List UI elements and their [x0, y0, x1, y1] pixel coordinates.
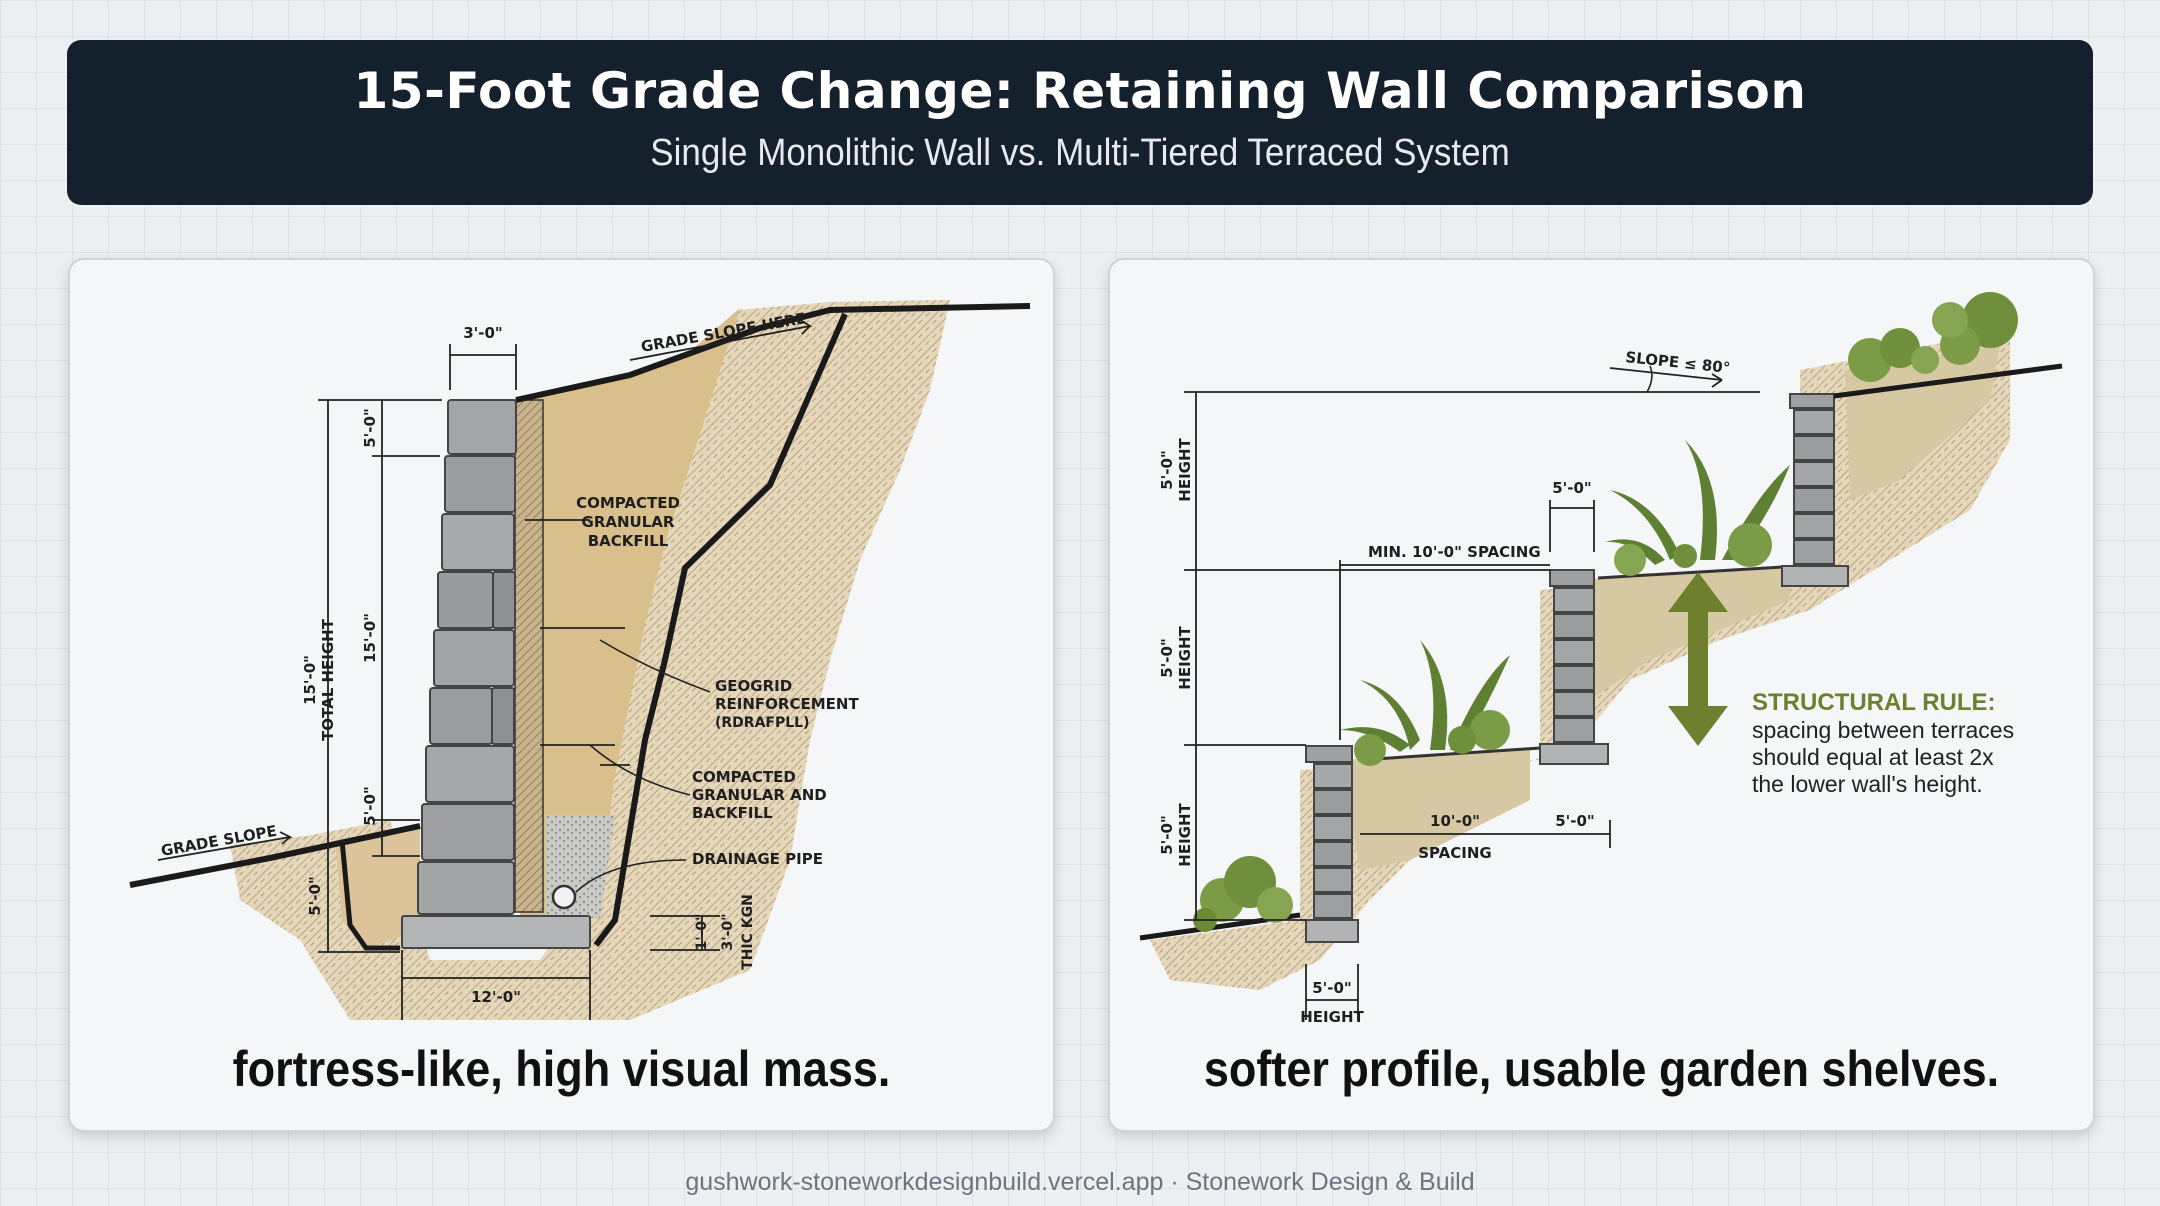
- embed-dim: 5'-0": [306, 876, 324, 916]
- structural-rule: STRUCTURAL RULE: spacing between terrace…: [1752, 689, 2014, 797]
- footer-credit: gushwork-stoneworkdesignbuild.vercel.app…: [685, 1168, 1475, 1196]
- top-wall-width-label: 5'-0": [1552, 479, 1592, 497]
- footing-thickness-label: THIC KGN: [740, 894, 756, 970]
- upper-tier-dim: 5'-0": [1158, 450, 1176, 490]
- lower-shelf: [1359, 746, 1541, 762]
- middle-wall-blocks: [1539, 569, 1609, 765]
- terraced-wall-section: SLOPE ≤ 80° 5'-0" HEIGHT 5'-0" HEIGHT 5'…: [1139, 292, 2063, 1026]
- geogrid-label: GEOGRID REINFORCEMENT (RDRAFPLL): [715, 677, 859, 731]
- leader-lines: [575, 639, 711, 893]
- svg-text:GRANULAR AND: GRANULAR AND: [692, 786, 827, 804]
- min-spacing-label: MIN. 10'-0" SPACING: [1368, 543, 1541, 561]
- svg-text:COMPACTED: COMPACTED: [692, 768, 796, 786]
- grade-slope-arrow: [629, 319, 813, 361]
- toe-excavation: [339, 839, 400, 951]
- svg-text:BACKFILL: BACKFILL: [588, 532, 669, 550]
- monolithic-wall-panel: 3'-0" GRADE SLOPE HERE GRADE SLOPE 15'-0…: [68, 258, 1055, 1132]
- mid-wall-width-label: 5'-0": [1555, 812, 1595, 830]
- middle-backfill: [1580, 565, 1790, 700]
- backfill-label: COMPACTED GRANULAR BACKFILL: [576, 494, 680, 550]
- stone-blocks: [401, 399, 591, 949]
- top-wall-blocks: [1781, 393, 1849, 587]
- bottom-wall-blocks: [1305, 745, 1359, 943]
- page-subtitle: Single Monolithic Wall vs. Multi-Tiered …: [650, 132, 1510, 174]
- compacted-backfill: [515, 308, 740, 920]
- structural-rule-title: STRUCTURAL RULE:: [1752, 689, 1996, 716]
- right-caption: softer profile, usable garden shelves.: [1203, 1041, 2000, 1097]
- middle-segment-dim: 15'-0": [361, 613, 379, 663]
- middle-tier-dim: 5'-0": [1158, 638, 1176, 678]
- footing-dim-2: 3'-0": [720, 914, 736, 951]
- top-width-label: 3'-0": [463, 324, 503, 342]
- drainage-pipe: [551, 884, 577, 910]
- slope-angle-arc: [1646, 365, 1653, 393]
- spacing-word-label: SPACING: [1418, 844, 1491, 862]
- top-segment-dim: 5'-0": [361, 408, 379, 448]
- total-height-value: 15'-0": [301, 655, 319, 705]
- slope-arrow: [1609, 367, 1723, 388]
- svg-text:COMPACTED: COMPACTED: [576, 494, 680, 512]
- lower-tier-height-word: HEIGHT: [1176, 802, 1194, 866]
- title-banner: 15-Foot Grade Change: Retaining Wall Com…: [67, 40, 2093, 205]
- svg-text:GRANULAR: GRANULAR: [582, 513, 675, 531]
- bottom-width-label: 5'-0": [1312, 979, 1352, 997]
- bottom-height-label: HEIGHT: [1300, 1008, 1364, 1026]
- backfill-2-label: COMPACTED GRANULAR AND BACKFILL: [692, 768, 827, 822]
- drainage-pipe-label: DRAINAGE PIPE: [692, 850, 823, 868]
- terraced-system-panel: SLOPE ≤ 80° 5'-0" HEIGHT 5'-0" HEIGHT 5'…: [1108, 258, 2095, 1132]
- svg-text:BACKFILL: BACKFILL: [692, 804, 773, 822]
- low-segment-dim: 5'-0": [361, 786, 379, 826]
- spacing-double-arrow: [1668, 572, 1728, 746]
- wall-backing: [514, 399, 544, 913]
- upper-tier-height-word: HEIGHT: [1176, 437, 1194, 501]
- base-width-label: 12'-0": [471, 988, 521, 1006]
- footing-dim-1: 1'-0": [694, 914, 710, 951]
- svg-text:GEOGRID: GEOGRID: [715, 677, 792, 695]
- structural-rule-line-1: spacing between terraces: [1752, 717, 2014, 743]
- dimension-lines: [1184, 391, 1760, 1020]
- svg-text:(RDRAFPLL): (RDRAFPLL): [715, 715, 809, 731]
- grade-line-low: [129, 823, 421, 888]
- middle-shelf: [1597, 564, 1801, 580]
- middle-tier-height-word: HEIGHT: [1176, 625, 1194, 689]
- grade-line-high: [515, 303, 1031, 403]
- upper-backfill: [1845, 345, 2000, 500]
- svg-text:REINFORCEMENT: REINFORCEMENT: [715, 695, 859, 713]
- structural-rule-line-2: should equal at least 2x: [1752, 744, 1994, 770]
- left-caption: fortress-like, high visual mass.: [232, 1041, 891, 1097]
- structural-rule-line-3: the lower wall's height.: [1752, 771, 1983, 797]
- foliage: [1193, 292, 2018, 932]
- dimension-lines: [318, 344, 720, 1020]
- grade-slope-arrow-low: [157, 831, 293, 861]
- excavation-line: [593, 312, 848, 947]
- slope-label: SLOPE ≤ 80°: [1625, 348, 1732, 377]
- monolithic-wall-section: 3'-0" GRADE SLOPE HERE GRADE SLOPE 15'-0…: [129, 300, 1031, 1020]
- total-height-text: TOTAL HEIGHT: [319, 618, 337, 741]
- spacing-value-label: 10'-0": [1430, 812, 1480, 830]
- lower-tier-dim: 5'-0": [1158, 815, 1176, 855]
- page-title: 15-Foot Grade Change: Retaining Wall Com…: [353, 62, 1807, 120]
- lower-backfill: [1340, 750, 1530, 870]
- upper-grade-line: [1833, 363, 2063, 399]
